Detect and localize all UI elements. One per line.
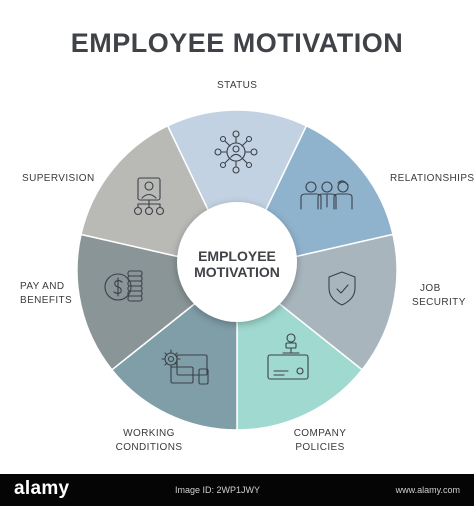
label-supervision: SUPERVISION bbox=[22, 173, 95, 184]
center-title-line1: EMPLOYEE bbox=[198, 248, 276, 264]
center-title-line2: MOTIVATION bbox=[194, 264, 280, 280]
diagram-title: EMPLOYEE MOTIVATION bbox=[70, 28, 404, 58]
brand-logo: alamy bbox=[14, 478, 70, 499]
label-status: STATUS bbox=[217, 80, 258, 91]
team-group-icon bbox=[300, 180, 353, 210]
shield-check-icon bbox=[328, 271, 356, 306]
wheel-segment bbox=[166, 109, 308, 272]
image-id: Image ID: 2WP1JWY bbox=[175, 485, 261, 495]
motivation-wheel: EMPLOYEE MOTIVATION bbox=[76, 109, 398, 431]
org-chart-icon bbox=[133, 177, 165, 216]
dollar-coins-icon bbox=[104, 270, 143, 302]
label-relationships: RELATIONSHIPS bbox=[390, 173, 474, 184]
footer-bar: alamy Image ID: 2WP1JWY www.alamy.com bbox=[0, 474, 474, 506]
gear-devices-icon bbox=[161, 349, 209, 385]
network-people-icon bbox=[214, 130, 258, 174]
center-circle bbox=[177, 202, 297, 322]
stamp-card-icon bbox=[267, 333, 309, 380]
footer-url: www.alamy.com bbox=[395, 485, 460, 495]
